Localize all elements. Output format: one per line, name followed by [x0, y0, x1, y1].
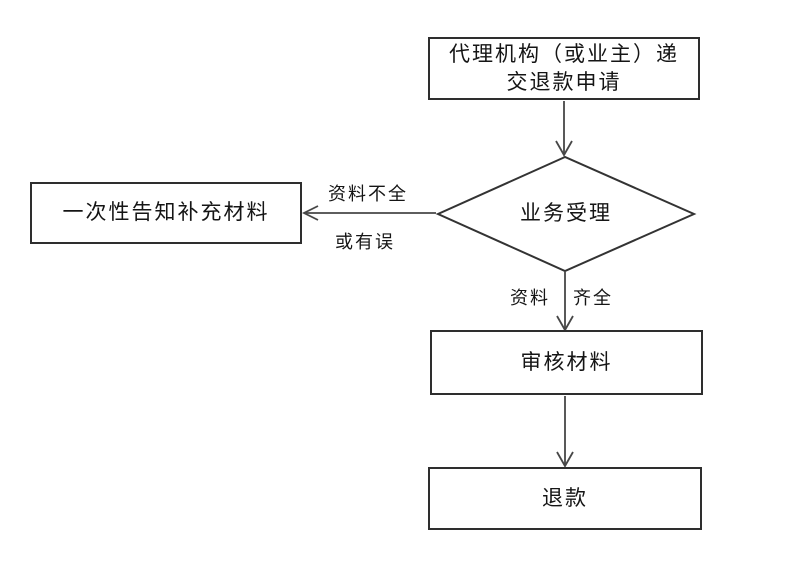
node-submit-label-line1: 代理机构（或业主）递 [449, 42, 679, 66]
node-refund-label: 退款 [542, 486, 588, 510]
node-submit-application: 代理机构（或业主）递 交退款申请 [428, 37, 700, 100]
node-notify-label: 一次性告知补充材料 [62, 201, 270, 224]
edge-label-incomplete: 资料不全 [320, 183, 416, 205]
decision-diamond-shape [435, 155, 697, 273]
edge-label-complete: 齐全 [566, 287, 620, 309]
arrow-accept-to-notify-head [301, 205, 319, 221]
node-review-label: 审核材料 [520, 350, 613, 374]
edge-label-material: 资料 [503, 287, 557, 309]
node-review-materials: 审核材料 [430, 330, 703, 395]
node-accept-label: 业务受理 [520, 202, 612, 225]
arrow-submit-to-accept-head [555, 140, 573, 157]
node-notify-supplement: 一次性告知补充材料 [30, 182, 302, 244]
arrow-review-to-refund-head [556, 451, 574, 468]
node-refund: 退款 [428, 467, 702, 530]
edge-label-error: 或有误 [320, 231, 410, 253]
node-submit-label-line2: 交退款申请 [506, 70, 622, 94]
